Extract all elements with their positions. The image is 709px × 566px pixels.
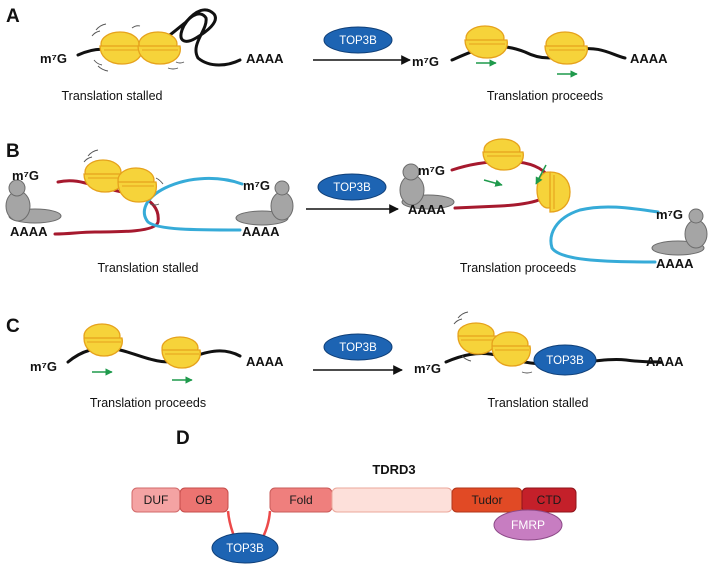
polya-tail-red: AAAA bbox=[10, 224, 48, 239]
top3b-partner: TOP3B bbox=[211, 532, 279, 564]
caption-proceeds: Translation proceeds bbox=[487, 89, 603, 103]
cap-5prime-red: m⁷G bbox=[12, 168, 39, 183]
panel-c-letter: C bbox=[6, 316, 20, 337]
eif-complex-right bbox=[235, 180, 294, 226]
panel-c: C m⁷G AAAA Translation proceeds TOP3B bbox=[6, 311, 684, 410]
ribosome-1 bbox=[482, 138, 524, 171]
caption-stalled: Translation stalled bbox=[62, 89, 163, 103]
domain-ob: OB bbox=[179, 487, 229, 513]
top3b-label: TOP3B bbox=[339, 342, 377, 354]
top3b-enzyme: TOP3B bbox=[323, 26, 393, 54]
caption-proceeds: Translation proceeds bbox=[90, 396, 206, 410]
panel-a: A m⁷G AAAA Translation stalled TOP3B bbox=[6, 6, 668, 103]
cap-5prime-left: m⁷G bbox=[40, 51, 67, 66]
polya-tail-right: AAAA bbox=[630, 51, 668, 66]
mrna-blue bbox=[549, 205, 660, 264]
polya-tail-right: AAAA bbox=[646, 354, 684, 369]
stalled-ribosome-2 bbox=[491, 331, 531, 367]
top3b-enzyme: TOP3B bbox=[317, 173, 387, 201]
cap-5prime-right: m⁷G bbox=[412, 54, 439, 69]
panel-d-letter: D bbox=[176, 428, 190, 449]
domain-ctd-label: CTD bbox=[537, 493, 562, 507]
vibration-marks bbox=[453, 311, 533, 374]
top3b-label: TOP3B bbox=[339, 35, 377, 47]
mrna-red bbox=[450, 160, 555, 210]
caption-proceeds: Translation proceeds bbox=[460, 261, 576, 275]
domain-fold: Fold bbox=[269, 487, 333, 513]
panel-b-letter: B bbox=[6, 141, 20, 162]
ribosome-1 bbox=[83, 323, 123, 357]
cap-5prime-blue: m⁷G bbox=[656, 207, 683, 222]
domain-middle bbox=[331, 487, 453, 513]
stalled-ribosome-2 bbox=[137, 31, 181, 65]
polya-tail-blue: AAAA bbox=[656, 256, 694, 271]
ribosome-1 bbox=[464, 25, 508, 59]
stalled-ribosome-1 bbox=[83, 159, 125, 193]
domain-ob-label: OB bbox=[195, 493, 212, 507]
caption-stalled: Translation stalled bbox=[98, 261, 199, 275]
movement-arrow bbox=[483, 179, 503, 187]
ribosome-2 bbox=[161, 336, 201, 369]
top3b-bound: TOP3B bbox=[533, 344, 597, 376]
polya-tail-blue: AAAA bbox=[242, 224, 280, 239]
vibration-marks bbox=[91, 23, 185, 72]
top3b-partner-label: TOP3B bbox=[226, 543, 264, 555]
fmrp-label: FMRP bbox=[511, 518, 545, 532]
eif-complex-red bbox=[399, 163, 455, 210]
ribosome-2 bbox=[544, 31, 588, 65]
stalled-ribosome-1 bbox=[457, 322, 497, 355]
movement-arrow bbox=[535, 164, 547, 185]
stalled-ribosome-2 bbox=[117, 167, 158, 203]
stalled-ribosome-1 bbox=[99, 31, 143, 65]
ribosome-2 bbox=[536, 171, 571, 213]
eif-complex-blue bbox=[651, 208, 708, 256]
domain-duf: DUF bbox=[131, 487, 181, 513]
fmrp-partner: FMRP bbox=[493, 509, 563, 541]
vibration-marks bbox=[83, 149, 164, 206]
top3b-bound-label: TOP3B bbox=[546, 355, 584, 367]
domain-tudor-label: Tudor bbox=[472, 493, 503, 507]
top3b-label: TOP3B bbox=[333, 182, 371, 194]
polya-tail-left: AAAA bbox=[246, 51, 284, 66]
top3b-enzyme: TOP3B bbox=[323, 333, 393, 361]
mrna-blue bbox=[142, 176, 244, 232]
caption-stalled: Translation stalled bbox=[488, 396, 589, 410]
polya-tail-red: AAAA bbox=[408, 202, 446, 217]
panel-a-letter: A bbox=[6, 6, 20, 27]
cap-5prime-blue: m⁷G bbox=[243, 178, 270, 193]
polya-tail-left: AAAA bbox=[246, 354, 284, 369]
cap-5prime-red: m⁷G bbox=[418, 163, 445, 178]
domain-fold-label: Fold bbox=[289, 493, 312, 507]
cap-5prime-right: m⁷G bbox=[414, 361, 441, 376]
domain-ctd: CTD bbox=[521, 487, 577, 513]
eif-complex-left bbox=[5, 179, 62, 224]
domain-duf-label: DUF bbox=[144, 493, 169, 507]
protein-title: TDRD3 bbox=[372, 462, 415, 477]
domain-tudor: Tudor bbox=[451, 487, 523, 513]
panel-d: D TDRD3 DUF OB Fold Tudor CTD bbox=[131, 428, 577, 564]
cap-5prime-left: m⁷G bbox=[30, 359, 57, 374]
panel-b: B m⁷G AAAA m⁷G AAAA bbox=[5, 138, 708, 275]
